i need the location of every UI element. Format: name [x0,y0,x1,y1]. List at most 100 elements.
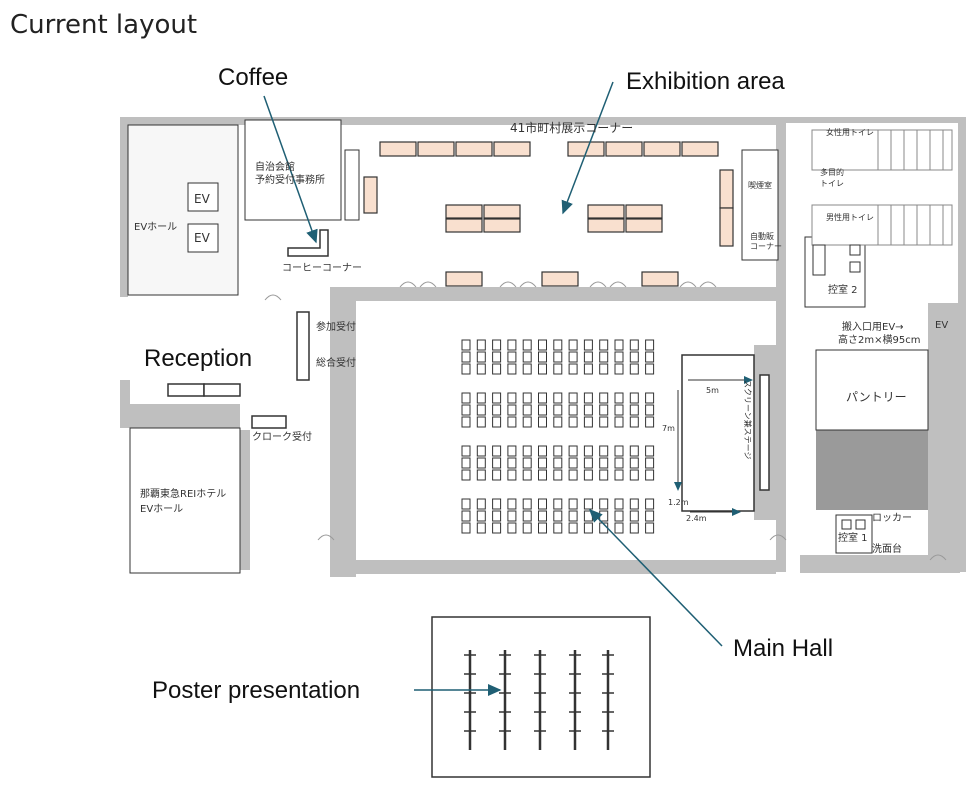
label-vending-corner: コーナー [750,242,782,251]
hall-seat [645,339,655,351]
hall-seat [492,457,502,469]
exhibit-table-top [455,141,493,157]
hall-seat [476,522,486,534]
hall-seat [538,351,547,363]
hall-seat [538,457,547,469]
exhibit-table-center [445,218,483,233]
hall-seat [538,363,547,375]
exhibit-table-lower [445,271,483,287]
ev-1-box [187,182,219,212]
hall-seat [629,416,639,428]
hall-seat [553,457,563,469]
hall-seat [629,404,639,416]
door-swing [679,281,697,288]
hall-seat [614,404,624,416]
smoking-vending-block [741,149,779,261]
hall-seat [522,416,532,428]
hall-seat [553,510,563,522]
hall-seat [568,469,578,481]
hall-seat [522,404,532,416]
hall-seat [553,363,563,375]
exhibit-table-lower [641,271,679,287]
hall-seat [645,416,655,428]
hall-seat [583,339,593,351]
label-ev-3: EV [935,320,949,331]
wall-naha-right [240,430,250,570]
hall-seat [645,469,655,481]
hall-seat [568,351,578,363]
hall-seat [568,445,578,457]
reservation-office [244,119,342,221]
ev-2-box [187,223,219,253]
hall-seat [461,457,471,469]
wall-left-upper [120,117,128,297]
hall-seat [507,522,517,534]
hall-seat [461,445,471,457]
label-jichikaikan: 自治会館 [255,162,295,173]
hall-seat [538,404,547,416]
exhibit-table-right [719,207,734,247]
hall-seat [476,404,486,416]
door-swing [929,554,947,561]
hall-seat [522,510,532,522]
hall-seat [522,522,532,534]
hall-seat [553,416,563,428]
hall-seat [492,392,502,404]
stage [674,354,770,516]
hall-seat [645,498,655,510]
door-swing [609,281,627,288]
hall-seat [507,404,517,416]
hall-seat [583,416,593,428]
hall-seat [629,363,639,375]
hall-seat [583,498,593,510]
hall-seat [538,522,547,534]
hall-seat [568,522,578,534]
hall-seat [538,498,547,510]
poster-boards [464,650,614,750]
hall-seat [522,498,532,510]
screen [759,374,770,491]
wall-rack [344,149,360,221]
exhibit-table-top [567,141,605,157]
hall-seat [599,445,609,457]
exhibit-table-center [445,204,483,219]
naha-ev-hall [129,427,241,574]
hall-seat [583,404,593,416]
hall-seat [614,351,624,363]
hall-seat [476,457,486,469]
hall-seat [476,469,486,481]
hall-seat [583,392,593,404]
hall-seat [522,392,532,404]
hall-seat [614,416,624,428]
label-ev-2: EV [194,231,210,245]
hall-seat [629,392,639,404]
hall-seat [645,445,655,457]
wall-divider-right [776,117,786,572]
hall-seat [629,498,639,510]
hall-seat [599,392,609,404]
hall-seat [645,351,655,363]
door-swing [264,294,282,301]
doors [264,281,947,561]
hall-seat [645,457,655,469]
label-naha-hotel: 那覇東急REIホテル [140,489,227,500]
hall-seat [629,457,639,469]
label-womens-toilet: 女性用トイレ [826,128,874,137]
hall-seat [461,469,471,481]
exhibit-table-center [483,204,521,219]
wall-top [120,117,780,125]
wall-top-right [786,117,966,123]
label-naha-ev-hall: EVホール [140,504,184,515]
wall-bottom-right [800,555,960,573]
arrow-main-hall [588,508,723,647]
hall-seat [461,404,471,416]
hall-seat [522,363,532,375]
label-exhibit-corner: 41市町村展示コーナー [510,121,634,135]
hall-seat [599,339,609,351]
wall-left-mid [120,380,130,420]
reception-desk-vertical [296,311,310,381]
label-waiting-room-2: 控室 2 [828,285,858,296]
hall-seat [629,510,639,522]
page-title: Current layout [10,10,198,40]
